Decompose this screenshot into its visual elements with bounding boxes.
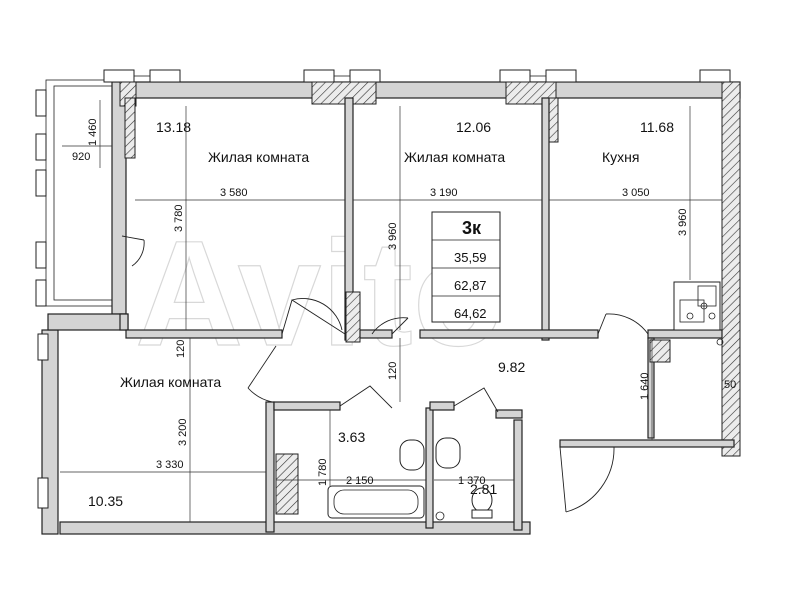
dim-hall-depth: 1 640 <box>639 372 651 400</box>
total-with-loggia: 64,62 <box>454 306 487 321</box>
total-area: 62,87 <box>454 278 487 293</box>
dim-loggia-width: 920 <box>72 151 90 163</box>
room4-area: 10.35 <box>88 493 123 509</box>
apartment-type: 3к <box>462 218 482 238</box>
wc-area: 2.81 <box>470 481 497 497</box>
dim-r2-depth: 3 960 <box>387 222 399 250</box>
bathtub-icon <box>327 485 425 519</box>
dim-r2-width: 3 190 <box>430 187 458 199</box>
dim-bath-depth: 1 780 <box>317 458 329 486</box>
dim-kitchen-depth: 3 960 <box>677 208 689 236</box>
labels: Жилая комната Жилая комната Кухня Жилая … <box>72 118 736 509</box>
room1-name: Жилая комната <box>208 149 309 165</box>
room4-name: Жилая комната <box>120 374 221 390</box>
living-area: 35,59 <box>454 250 487 265</box>
bath-area: 3.63 <box>338 429 365 445</box>
dim-side-50: 50 <box>724 379 736 391</box>
dim-r4-width: 3 330 <box>156 459 184 471</box>
kitchen-area: 11.68 <box>640 119 674 135</box>
summary-table <box>431 211 501 323</box>
bath-sink-icon <box>399 439 425 471</box>
dim-kitchen-width: 3 050 <box>622 187 650 199</box>
loggia-bottom-wall <box>47 313 129 331</box>
room1-area: 13.18 <box>156 119 191 135</box>
hall-area: 9.82 <box>498 359 525 375</box>
left-wall-upper <box>111 81 127 315</box>
dim-loggia-length: 1 460 <box>87 118 99 146</box>
fixtures <box>327 281 724 521</box>
right-wall <box>721 81 741 457</box>
dim-r1-width: 3 580 <box>220 187 248 199</box>
dimension-lines <box>60 100 722 522</box>
room2-area: 12.06 <box>456 119 491 135</box>
dim-bath-width: 2 150 <box>346 475 374 487</box>
outer-walls <box>41 79 741 535</box>
doors <box>247 298 649 513</box>
kitchen-name: Кухня <box>602 149 639 165</box>
bottom-wall <box>59 521 531 535</box>
dim-wc-width: 1 370 <box>458 475 486 487</box>
dim-wall-120-a: 120 <box>175 340 187 358</box>
loggia-frame <box>45 79 123 307</box>
top-windows <box>103 69 731 83</box>
dim-r4-depth: 3 200 <box>177 418 189 446</box>
dim-wall-120-b: 120 <box>387 362 399 380</box>
room2-name: Жилая комната <box>404 149 505 165</box>
interior-walls <box>125 97 735 533</box>
dim-r1-depth: 3 780 <box>173 204 185 232</box>
wc-sink-icon <box>435 437 461 469</box>
top-wall <box>119 81 741 99</box>
left-windows <box>35 89 49 509</box>
